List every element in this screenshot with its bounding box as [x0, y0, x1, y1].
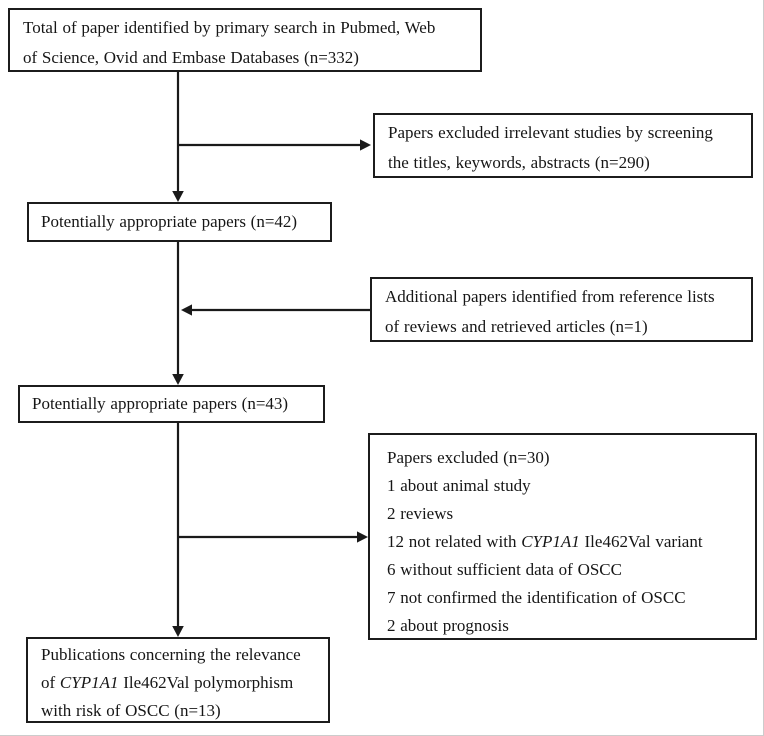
text-segment-prefix: of: [41, 673, 60, 692]
box-potentially-appropriate-42: Potentially appropriate papers (n=42): [27, 202, 332, 242]
appropriate-42-text: Potentially appropriate papers (n=42): [41, 212, 298, 231]
arrowhead-down-appr42: [172, 191, 184, 202]
box-potentially-appropriate-43: Potentially appropriate papers (n=43): [18, 385, 325, 423]
box-total-identified: Total of paper identified by primary sea…: [8, 8, 482, 72]
appropriate-43-text: Potentially appropriate papers (n=43): [32, 394, 289, 413]
arrowhead-right-excluded-detail: [357, 531, 368, 543]
excluded-detail-item-reviews: 2 reviews: [387, 504, 454, 523]
gene-name-italic: CYP1A1: [59, 673, 119, 692]
additional-refs-line-1: Additional papers identified from refere…: [385, 287, 715, 306]
box-excluded-screening: Papers excluded irrelevant studies by sc…: [373, 113, 753, 178]
excluded-detail-item-not-confirmed: 7 not confirmed the identification of OS…: [387, 588, 686, 607]
box-excluded-detail: Papers excluded (n=30) 1 about animal st…: [368, 433, 757, 640]
publications-line-2: of CYP1A1 Ile462Val polymorphism: [41, 669, 322, 697]
excluded-detail-item-cyp1a1: 12 not related with CYP1A1 Ile462Val var…: [387, 528, 749, 556]
excluded-screening-line-2: the titles, keywords, abstracts (n=290): [388, 153, 650, 172]
additional-refs-line-2: of reviews and retrieved articles (n=1): [385, 317, 648, 336]
gene-name-italic: CYP1A1: [521, 532, 580, 551]
arrowhead-down-publications: [172, 626, 184, 637]
arrowhead-left-spine: [181, 304, 192, 316]
arrowhead-down-appr43: [172, 374, 184, 385]
text-segment-suffix: Ile462Val variant: [579, 532, 703, 551]
publications-line-1: Publications concerning the relevance: [41, 645, 301, 664]
excluded-detail-item-insufficient-data: 6 without sufficient data of OSCC: [387, 560, 622, 579]
box-final-publications: Publications concerning the relevance of…: [26, 637, 330, 723]
box-additional-references: Additional papers identified from refere…: [370, 277, 753, 342]
total-line-2: of Science, Ovid and Embase Databases (n…: [23, 48, 359, 67]
text-segment-suffix: Ile462Val polymorphism: [118, 673, 294, 692]
total-line-1: Total of paper identified by primary sea…: [23, 18, 436, 37]
excluded-detail-item-animal: 1 about animal study: [387, 476, 531, 495]
excluded-detail-item-prognosis: 2 about prognosis: [387, 616, 509, 635]
excluded-screening-line-1: Papers excluded irrelevant studies by sc…: [388, 123, 713, 142]
excluded-detail-title: Papers excluded (n=30): [387, 448, 550, 467]
arrowhead-right-excluded-screening: [360, 139, 371, 151]
text-segment-prefix: 12 not related with: [387, 532, 522, 551]
publications-line-3: with risk of OSCC (n=13): [41, 701, 221, 720]
